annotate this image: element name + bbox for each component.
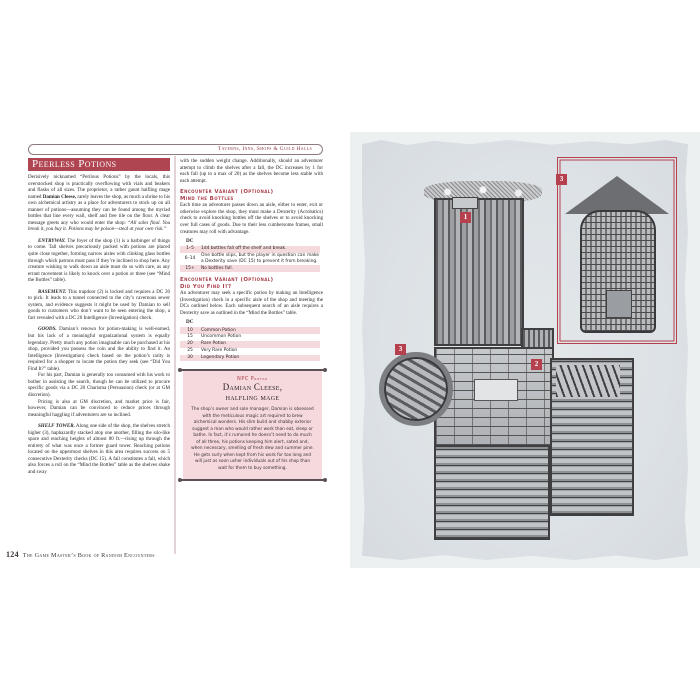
- callout-rule-bottom: [178, 478, 327, 482]
- npc-profile-name: Damian Cleese,: [222, 382, 283, 393]
- entryway-building: [434, 198, 524, 346]
- shop-sign: [452, 197, 478, 209]
- table-row: 1–5 1d4 bottles fall off the shelf and b…: [180, 245, 320, 253]
- tower-roof: [565, 176, 669, 214]
- tower-base-well: [379, 352, 453, 426]
- tower-inset-frame: [557, 157, 677, 344]
- right-column: with the sudden weight change. Additiona…: [178, 158, 327, 482]
- intro-paragraph: Derisively nicknamed “Perilous Potions” …: [28, 174, 171, 233]
- mind-the-bottles-table: 1–5 1d4 bottles fall off the shelf and b…: [180, 245, 320, 273]
- npc-profile-title: halfling mage: [225, 392, 280, 403]
- mind-the-bottles-text: Each time an adventurer passes down an a…: [180, 202, 323, 235]
- running-head: Taverns, Inns, Shops & Guild Halls: [28, 144, 323, 155]
- book-title: The Game Master’s Book of Random Encount…: [22, 552, 155, 559]
- callout-rule-top: [178, 368, 327, 372]
- left-column: Peerless Potions Derisively nicknamed “P…: [28, 158, 170, 476]
- shop-quote: “All sales final. You break it, you buy …: [28, 219, 170, 233]
- goods-paragraph: GOODS. Damian’s renown for potion-making…: [28, 326, 170, 372]
- continued-paragraph: with the sudden weight change. Additiona…: [180, 158, 323, 184]
- page-folio: 124 The Game Master’s Book of Random Enc…: [6, 550, 155, 559]
- basement-paragraph: BASEMENT. This trapdoor (2) is locked an…: [28, 288, 170, 321]
- table-row: 15+ No bottles fall.: [180, 265, 320, 273]
- page-number: 124: [6, 550, 19, 559]
- entryway-paragraph: ENTRYWAY. The foyer of the shop (1) is a…: [28, 237, 170, 284]
- dc-header: DC: [186, 238, 194, 245]
- map-marker-1: 1: [460, 212, 471, 223]
- dc-header: DC: [186, 319, 194, 326]
- map-marker-3-tower: 3: [556, 174, 567, 185]
- column-divider: [174, 156, 176, 554]
- map-marker-3-well: 3: [395, 344, 406, 355]
- map-parchment: 1 3 3 2: [362, 140, 688, 560]
- shelf-tower-paragraph: SHELF TOWER. Along one side of the shop,…: [28, 423, 170, 475]
- npc-profile-callout: NPC Profile Damian Cleese, halfling mage…: [178, 368, 327, 482]
- npc-profile-kicker: NPC Profile: [237, 375, 268, 382]
- table-row: 6–14 One bottle slips, but the player in…: [184, 253, 319, 264]
- variant-heading-did-you-find-it: Encounter Variant (Optional) Did You Fin…: [180, 277, 274, 290]
- goods-paragraph-2: For his part, Damian is generally too co…: [28, 372, 170, 398]
- right-page-map: 1 3 3 2: [350, 132, 700, 568]
- map-marker-2: 2: [531, 359, 542, 370]
- tower-doorway: [606, 290, 632, 318]
- goods-paragraph-3: Pricing is also at GM discretion, and ma…: [28, 398, 170, 418]
- npc-name-inline: Damian Cleese,: [42, 193, 77, 200]
- npc-profile-text: The shop’s owner and sole manager, Damia…: [191, 407, 314, 471]
- display-table: [474, 379, 518, 401]
- variant-heading-mind-the-bottles: Encounter Variant (Optional) Mind the Bo…: [180, 189, 274, 202]
- did-you-find-it-text: An adventurer may seek a specific potion…: [180, 290, 323, 316]
- left-page: Taverns, Inns, Shops & Guild Halls Peerl…: [0, 132, 350, 568]
- bottle-crates: [556, 365, 620, 397]
- section-title: Peerless Potions: [28, 158, 170, 171]
- shop-south-floor: [434, 445, 550, 540]
